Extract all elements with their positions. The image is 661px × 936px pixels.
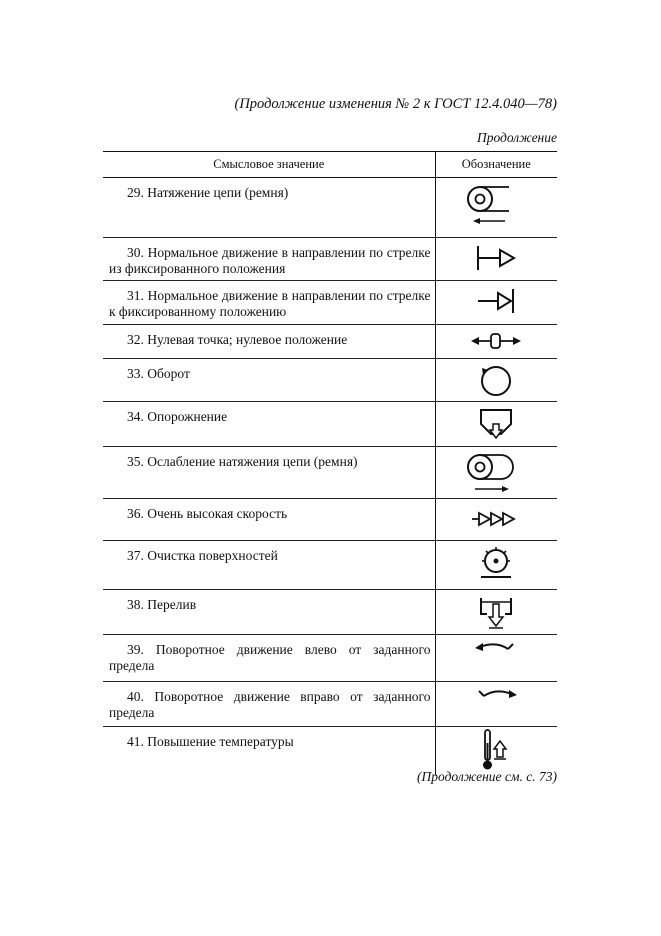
row-meaning-text: 29. Натяжение цепи (ремня) [103, 177, 436, 238]
table-row: 33. Оборот [103, 358, 557, 402]
surface-cleaning-icon [435, 540, 557, 590]
very-high-speed-icon [435, 498, 557, 541]
table-row: 34. Опорожнение [103, 401, 557, 447]
table-row: 38. Перелив [103, 589, 557, 635]
table-row: 30. Нормальное движение в направлении по… [103, 237, 557, 281]
temperature-rise-icon [435, 727, 557, 776]
table-row: 32. Нулевая точка; нулевое положение [103, 324, 557, 359]
motion-from-fixed-position-icon [435, 237, 557, 281]
row-meaning-text: 40. Поворотное движение вправо от заданн… [103, 681, 436, 727]
page-header: (Продолжение изменения № 2 к ГОСТ 12.4.0… [234, 96, 557, 112]
table-row: 35. Ослабление натяжения цепи (ремня) [103, 446, 557, 499]
emptying-icon [435, 401, 557, 447]
table-row: 29. Натяжение цепи (ремня) [103, 177, 557, 238]
row-meaning-text: 41. Повышение температуры [103, 726, 436, 775]
motion-to-fixed-position-icon [435, 280, 557, 325]
table-row: 41. Повышение температуры [103, 726, 557, 776]
table-row: 36. Очень высокая скорость [103, 498, 557, 541]
chain-tension-icon [435, 177, 557, 238]
revolution-icon [435, 358, 557, 402]
column-header-meaning: Смысловое значение [103, 151, 436, 178]
overflow-icon [435, 589, 557, 635]
row-meaning-text: 34. Опорожнение [103, 401, 436, 447]
row-meaning-text: 38. Перелив [103, 589, 436, 635]
row-meaning-text: 33. Оборот [103, 358, 436, 402]
row-meaning-text: 37. Очистка поверхностей [103, 540, 436, 590]
row-meaning-text: 35. Ослабление натяжения цепи (ремня) [103, 446, 436, 499]
row-meaning-text: 36. Очень высокая скорость [103, 498, 436, 541]
table-row: 39. Поворотное движение влево от заданно… [103, 634, 557, 682]
row-meaning-text: 32. Нулевая точка; нулевое положение [103, 324, 436, 359]
page-footer: (Продолжение см. с. 73) [417, 769, 557, 784]
row-meaning-text: 30. Нормальное движение в направлении по… [103, 237, 436, 281]
chain-slack-icon [435, 446, 557, 499]
row-meaning-text: 31. Нормальное движение в направлении по… [103, 280, 436, 325]
table-row: 31. Нормальное движение в направлении по… [103, 280, 557, 325]
rotation-right-limit-icon [435, 681, 557, 727]
table-row: 40. Поворотное движение вправо от заданн… [103, 681, 557, 727]
table-row: 37. Очистка поверхностей [103, 540, 557, 590]
continuation-label: Продолжение [476, 130, 557, 145]
symbols-table: Смысловое значение Обозначение 29. Натяж… [103, 151, 557, 775]
row-meaning-text: 39. Поворотное движение влево от заданно… [103, 634, 436, 682]
zero-point-icon [435, 324, 557, 359]
rotation-left-limit-icon [435, 634, 557, 682]
table-header-row: Смысловое значение Обозначение [103, 151, 557, 178]
column-header-symbol: Обозначение [435, 151, 557, 178]
